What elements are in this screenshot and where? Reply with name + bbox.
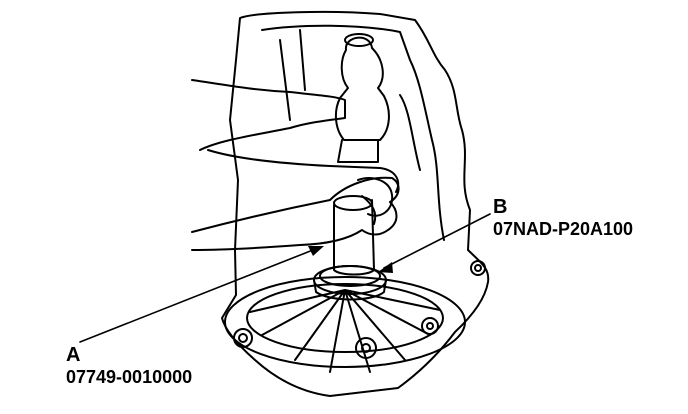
flange-ribs bbox=[249, 289, 441, 373]
hammer-head bbox=[334, 36, 390, 141]
bolt-boss-front bbox=[355, 337, 377, 359]
hammer-handle bbox=[337, 139, 379, 163]
housing-ridge bbox=[279, 29, 421, 171]
lower-hand bbox=[191, 176, 400, 251]
housing-inner-rim bbox=[261, 24, 445, 241]
callout-a-part-number: 07749-0010000 bbox=[66, 367, 193, 387]
arrowhead-b bbox=[378, 262, 393, 273]
leader-line-b bbox=[383, 213, 491, 269]
transmission-housing bbox=[221, 10, 490, 397]
bolt-boss-right bbox=[421, 317, 439, 335]
arrowhead-a bbox=[308, 246, 324, 256]
callout-b-part-number: 07NAD-P20A100 bbox=[493, 219, 634, 239]
callout-b: B 07NAD-P20A100 bbox=[493, 197, 633, 238]
callout-a-letter: A bbox=[66, 344, 81, 366]
upper-hand bbox=[191, 79, 346, 151]
callout-b-letter: B bbox=[493, 196, 508, 218]
bolt-boss-rear bbox=[470, 260, 486, 276]
base-flange bbox=[224, 276, 466, 368]
leader-line-a bbox=[79, 247, 319, 343]
base-flange-inner bbox=[246, 283, 444, 353]
driver-shaft bbox=[333, 199, 375, 276]
callout-a: A 07749-0010000 bbox=[66, 345, 192, 386]
bolt-boss-left bbox=[233, 328, 253, 348]
